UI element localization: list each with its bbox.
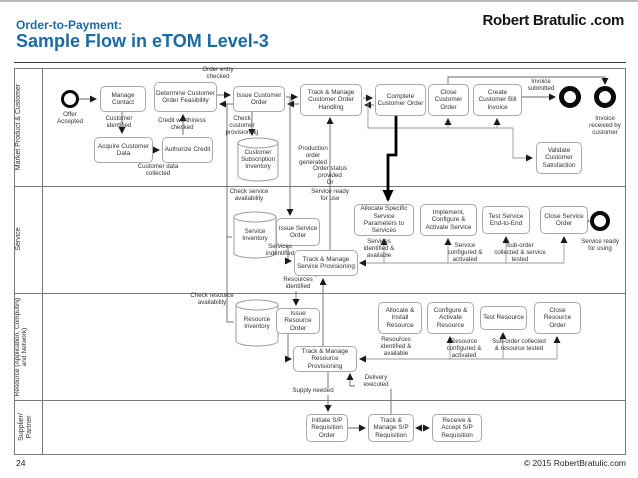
edge-label-production-order-generated: Production order generated xyxy=(298,145,328,166)
task-initiate-sp-requisition-order: Initiate S/P Requisition Order xyxy=(306,414,348,442)
task-test-service-end-to-end: Test Service End-to-End xyxy=(482,206,530,234)
edge-label-resource-configured-activated: Resource configured & activated xyxy=(446,338,482,359)
edge-label-delivery-executed: Delivery executed xyxy=(355,374,397,389)
task-close-resource-order: Close Resource Order xyxy=(534,302,581,334)
end-event-service-ready xyxy=(590,211,610,231)
edge-label-customer-data-collected: Customer data collected xyxy=(137,163,179,177)
event-invoice-received xyxy=(594,86,616,108)
task-issue-service-order: Issue Service Order xyxy=(276,218,320,246)
task-create-customer-bill-invoice: Create Customer Bill Invoice xyxy=(473,84,522,116)
task-validate-customer-satisfaction: Validate Customer Satisfaction xyxy=(536,142,582,174)
edge-label-check-resource-availability: Check resource availability xyxy=(190,292,234,306)
task-acquire-customer-data: Acquire Customer Data xyxy=(94,137,153,163)
page-title: Sample Flow in eTOM Level-3 xyxy=(16,31,269,51)
task-implement-configure-activate-service: Implement, Configure & Activate Service xyxy=(420,204,477,236)
edge-label-resources-identified-available: Resources identified & available xyxy=(372,336,420,358)
copyright-text: © 2015 RobertBratulic.com xyxy=(523,458,626,468)
site-logo: Robert Bratulic .com xyxy=(482,12,624,29)
task-issue-customer-order: Issue Customer Order xyxy=(233,86,285,112)
datastore-service-inventory-label: Service Inventory xyxy=(242,228,268,243)
edge-label-credit-worthiness-checked: Credit worthiness checked xyxy=(158,117,206,131)
edge-label-check-service-availability: Check service availability xyxy=(229,188,269,202)
task-allocate-install-resource: Allocate & Install Resource xyxy=(378,302,422,334)
task-authorize-credit: Authorize Credit xyxy=(162,137,213,163)
edge-label-resources-identified: Resources identified xyxy=(276,276,320,291)
task-configure-activate-resource: Configure & Activate Resource xyxy=(427,302,474,334)
customer-subscription-inventory-cylinder xyxy=(237,143,279,182)
datastore-cylinder-group xyxy=(233,137,279,347)
edge-label-or: Or xyxy=(326,179,334,186)
edge-label-supply-needed: Supply needed xyxy=(286,387,340,395)
task-allocate-specific-service-parameters: Allocate Specific Service Parameters to … xyxy=(354,204,414,236)
edge-label-order-status-provided: Order status provided xyxy=(312,165,348,179)
edge-label-suborder-resource-tested: Sub-order collected & resource tested xyxy=(492,338,546,352)
event-label-service-ready-using: Service ready for using xyxy=(581,238,619,252)
edge-label-invoice-submitted: Invoice submitted xyxy=(527,78,555,92)
edge-label-services-indentified: Services indentified xyxy=(265,243,295,257)
datastore-resource-inventory-label: Resource Inventory xyxy=(243,316,271,331)
datastore-customer-subscription-inventory-label: Customer Subscription Inventory xyxy=(240,149,276,171)
task-issue-resource-order: Issue Resource Order xyxy=(276,308,320,334)
event-label-invoice-received: Invoice received by customer xyxy=(589,115,621,136)
resource-inventory-cylinder xyxy=(235,305,279,347)
task-close-customer-order: Close Customer Order xyxy=(428,84,469,116)
feedback-bus-lines xyxy=(359,102,568,363)
task-receive-accept-sp-requisition: Receive & Accept S/P Requisition xyxy=(432,414,482,442)
service-inventory-cylinder xyxy=(233,217,277,259)
start-event-offer-accepted xyxy=(61,90,79,108)
swimlane-grid xyxy=(14,68,626,455)
edge-label-service-ready-for-use: Service ready for use xyxy=(311,188,349,202)
edge-label-order-entry-checked: Order entry checked xyxy=(202,66,234,80)
end-event-invoice-submitted xyxy=(559,86,581,108)
edge-label-suborder-service-tested: Sub-order collected & service tested xyxy=(494,242,546,263)
task-track-manage-sp-requisition: Track & Manage S/P Requisition xyxy=(368,414,414,442)
slide-top-rule xyxy=(0,0,638,2)
edge-label-service-configured-activated: Service configured & activated xyxy=(447,242,483,263)
task-manage-contact: Manage Contact xyxy=(100,86,146,112)
thick-emphasis-arrow xyxy=(382,116,398,202)
task-track-manage-service-provisioning: Track & Manage Service Provisioning xyxy=(294,250,358,276)
task-track-manage-customer-order-handling: Track & Manage Customer Order Handling xyxy=(300,84,362,116)
task-close-service-order: Close Service Order xyxy=(540,206,588,234)
task-track-manage-resource-provisioning: Track & Manage Resource Provisioning xyxy=(293,346,357,372)
task-complete-customer-order: Complete Customer Order xyxy=(375,84,426,116)
page-number: 24 xyxy=(16,458,26,468)
edge-label-services-identified-available: Services identified & available xyxy=(363,238,395,259)
sequence-flow-arrows xyxy=(79,76,609,432)
edge-label-customer-identified: Customer identified xyxy=(105,115,133,129)
task-test-resource: Test Resource xyxy=(480,306,527,330)
task-determine-customer-order-feasibility: Determine Customer Order Feasibility xyxy=(154,82,217,112)
edge-label-check-customer-provisioning: Check customer provisioning xyxy=(225,115,259,136)
slide-kicker: Order-to-Payment: xyxy=(16,18,123,32)
event-label-offer-accepted: Offer Accepted xyxy=(57,111,83,125)
